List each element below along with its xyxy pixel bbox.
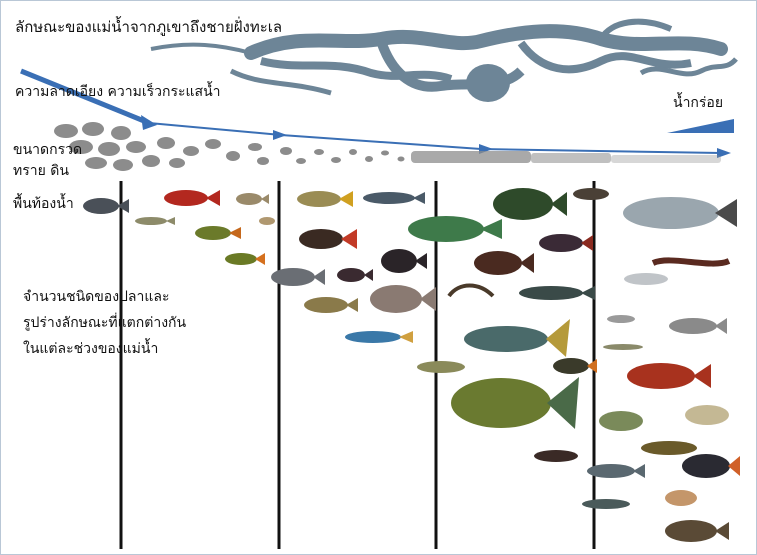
fish-icon [449,286,493,297]
fish-icon [259,217,275,225]
fish-icon [304,297,358,313]
fish-icon [381,249,427,273]
fish-icon [474,251,534,275]
fish-icon [623,197,737,229]
zone-dividers [121,181,594,549]
brackish-water-label: น้ำกร่อย [673,94,723,112]
fish-icon [685,405,729,425]
fish-icon [236,193,269,205]
sediment-label-gravel: ขนาดกรวด [13,141,82,159]
fish-icon [225,253,265,265]
fish-icon [665,490,697,506]
fish-note-line-2: รูปร่างลักษณะที่แตกต่างกัน [23,314,186,332]
fish-icon [534,450,578,462]
fish-icon [299,229,357,249]
riverbed-label: พื้นท้องน้ำ [13,195,74,213]
fish-icon [451,377,579,429]
fish-icon [164,190,220,206]
fish-icon [363,192,425,204]
sediment-gradient [54,122,721,171]
fish-icon [493,188,567,220]
fish-icon [464,319,570,357]
fish-icon [587,464,645,478]
fish-illustrations [83,188,740,542]
fish-note-line-3: ในแต่ละช่วงของแม่น้ำ [23,340,158,358]
diagram-title: ลักษณะของแม่น้ำจากภูเขาถึงชายฝั่งทะเล [15,18,282,36]
fish-icon [337,268,373,282]
fish-icon [519,286,595,300]
slope-current-label: ความลาดเอียง ความเร็วกระแสน้ำ [15,83,221,101]
fish-icon [603,344,643,350]
fish-icon [607,315,635,323]
fish-icon [408,216,502,242]
fish-icon [582,499,630,509]
fish-icon [553,358,597,374]
fish-icon [370,285,436,313]
fish-note-line-1: จำนวนชนิดของปลาและ [23,288,170,306]
fish-icon [627,363,711,389]
brackish-wedge [667,119,734,133]
fish-icon [539,234,593,252]
fish-icon [417,361,465,373]
fish-icon [573,188,609,200]
fish-icon [195,226,241,240]
fish-icon [669,318,727,334]
fish-icon [599,411,643,431]
fish-icon [665,520,729,542]
fish-icon [641,441,697,455]
fish-icon [682,454,740,478]
fish-icon [297,191,353,207]
fish-icon [624,273,668,285]
sediment-label-sand-soil: ทราย ดิน [13,162,69,180]
fish-icon [271,268,325,286]
fish-icon [653,260,729,263]
fish-icon [135,217,175,225]
fish-icon [345,331,413,343]
